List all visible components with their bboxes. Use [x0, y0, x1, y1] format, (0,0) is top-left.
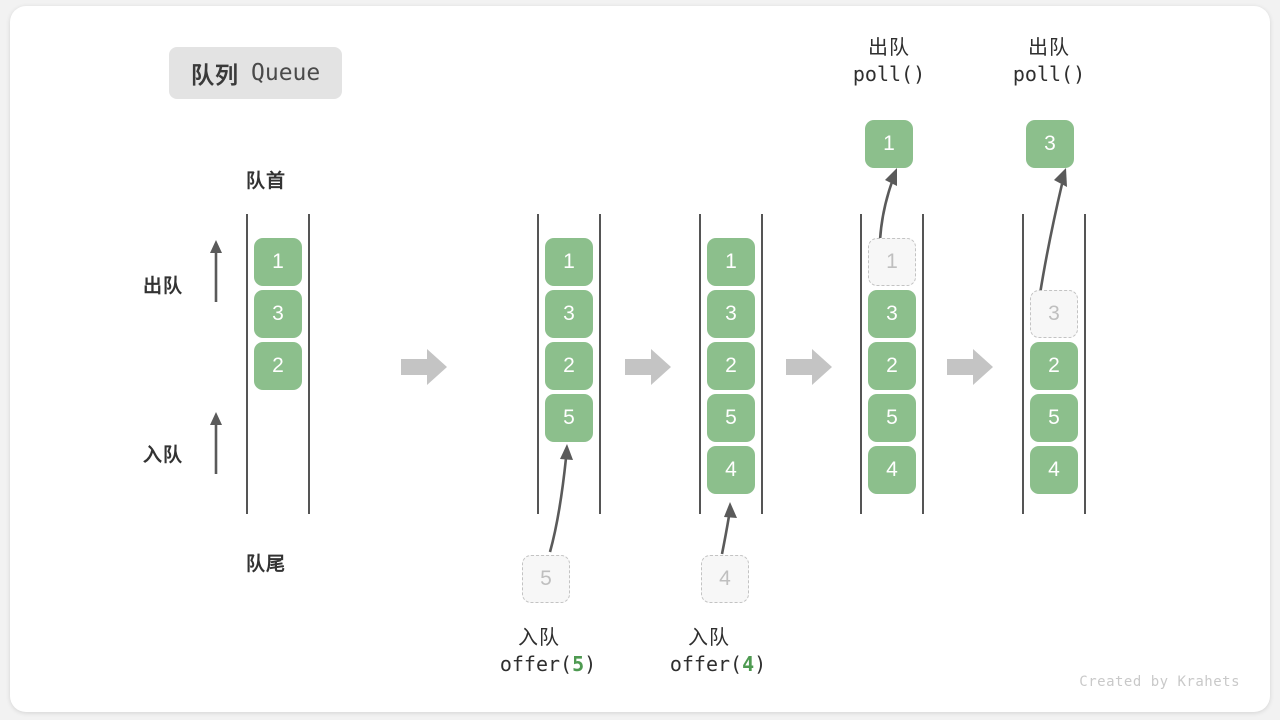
queue-item[interactable]: 1: [254, 238, 302, 286]
step-arrow-icon: [786, 349, 832, 385]
title-cn: 队列: [191, 62, 239, 88]
queue-item[interactable]: 4: [868, 446, 916, 494]
title-badge: 队列 Queue: [169, 47, 343, 99]
dequeue-direction-label: 出队: [143, 276, 184, 297]
queue-item[interactable]: 5: [868, 394, 916, 442]
diagram-card: 队列 Queue 队首 队尾 出队 入队 1 3 2 1 3 2 5 5 入队 …: [10, 6, 1270, 712]
queue-head-label: 队首: [246, 171, 287, 192]
incoming-element[interactable]: 4: [701, 555, 749, 603]
rail-right-col1: [308, 214, 310, 514]
enqueue-motion-arrow-icon: [720, 502, 737, 555]
queue-item-ghost[interactable]: 3: [1030, 290, 1078, 338]
offer-4-cn: 入队: [688, 625, 730, 649]
rail-left-col5: [1022, 214, 1024, 514]
title-en: Queue: [251, 60, 321, 86]
dequeued-element[interactable]: 1: [865, 120, 913, 168]
rail-left-col2: [537, 214, 539, 514]
incoming-element[interactable]: 5: [522, 555, 570, 603]
queue-item[interactable]: 5: [545, 394, 593, 442]
rail-left-col1: [246, 214, 248, 514]
poll-b-code: poll(): [1012, 61, 1086, 86]
offer-4-code: offer(4): [669, 651, 767, 676]
step-arrow-icon: [625, 349, 671, 385]
rail-right-col2: [599, 214, 601, 514]
dequeue-direction-arrow-icon: [210, 240, 222, 302]
enqueue-direction-label: 入队: [143, 445, 184, 466]
queue-item[interactable]: 3: [707, 290, 755, 338]
queue-item[interactable]: 1: [707, 238, 755, 286]
enqueue-motion-arrow-icon: [548, 444, 573, 553]
offer-5-label: 入队 offer(5): [448, 624, 648, 677]
dequeued-element[interactable]: 3: [1026, 120, 1074, 168]
step-arrow-icon: [947, 349, 993, 385]
queue-item[interactable]: 2: [254, 342, 302, 390]
queue-item[interactable]: 5: [707, 394, 755, 442]
rail-right-col5: [1084, 214, 1086, 514]
credit-text: Created by Krahets: [1079, 674, 1240, 690]
poll-b-cn: 出队: [1028, 35, 1070, 59]
poll-a-code: poll(): [852, 61, 926, 86]
rail-left-col3: [699, 214, 701, 514]
queue-tail-label: 队尾: [246, 554, 287, 575]
step-arrow-icon: [401, 349, 447, 385]
rail-right-col3: [761, 214, 763, 514]
offer-5-cn: 入队: [518, 625, 560, 649]
queue-item[interactable]: 3: [868, 290, 916, 338]
dequeue-motion-arrow-icon: [1038, 168, 1067, 295]
rail-left-col4: [860, 214, 862, 514]
rail-right-col4: [922, 214, 924, 514]
queue-item[interactable]: 4: [1030, 446, 1078, 494]
enqueue-direction-arrow-icon: [210, 412, 222, 474]
diagram-stage: 队列 Queue 队首 队尾 出队 入队 1 3 2 1 3 2 5 5 入队 …: [10, 6, 1270, 712]
queue-item[interactable]: 5: [1030, 394, 1078, 442]
queue-item[interactable]: 4: [707, 446, 755, 494]
offer-5-code: offer(5): [499, 651, 597, 676]
queue-item[interactable]: 2: [868, 342, 916, 390]
queue-item[interactable]: 3: [254, 290, 302, 338]
queue-item[interactable]: 2: [1030, 342, 1078, 390]
poll-label-a: 出队 poll(): [799, 34, 979, 87]
queue-item[interactable]: 2: [545, 342, 593, 390]
queue-item[interactable]: 1: [545, 238, 593, 286]
queue-item-ghost[interactable]: 1: [868, 238, 916, 286]
queue-item[interactable]: 3: [545, 290, 593, 338]
poll-a-cn: 出队: [868, 35, 910, 59]
offer-4-label: 入队 offer(4): [618, 624, 818, 677]
poll-label-b: 出队 poll(): [959, 34, 1139, 87]
dequeue-motion-arrow-icon: [878, 168, 897, 241]
queue-item[interactable]: 2: [707, 342, 755, 390]
